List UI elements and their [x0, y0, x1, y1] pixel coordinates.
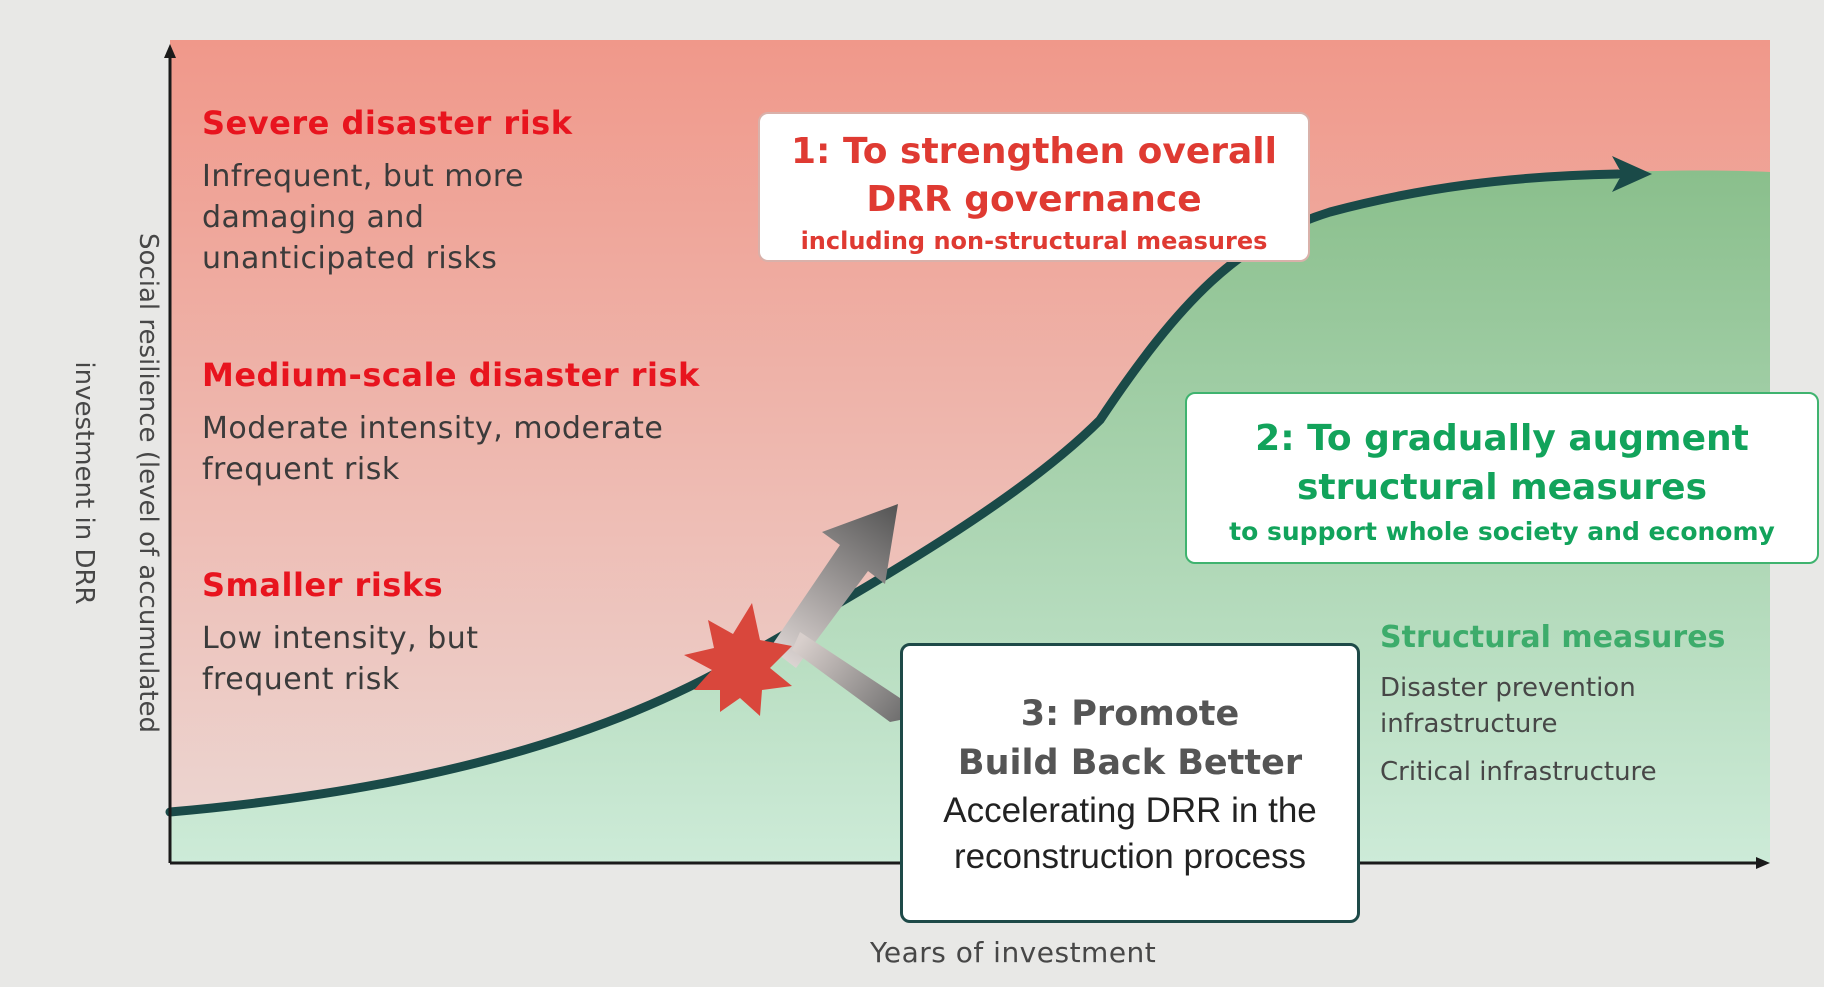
y-axis-label-text: Social resilience (level of accumulated …: [52, 233, 180, 733]
priority-3-note-line: Accelerating DRR in the: [943, 791, 1317, 830]
severe-risk-desc-line: damaging and: [202, 200, 425, 235]
priority-1-box: 1: To strengthen overall DRR governance …: [758, 112, 1310, 262]
smaller-risk-desc-line: Low intensity, but: [202, 621, 479, 656]
priority-1-title: 1: To strengthen overall: [791, 131, 1277, 172]
priority-1-note: including non-structural measures: [800, 227, 1268, 255]
pointer-arrow: [792, 632, 910, 722]
medium-risk-title: Medium-scale disaster risk: [202, 356, 700, 394]
smaller-risk-desc: Low intensity, but frequent risk: [202, 618, 479, 700]
curve-arrowhead: [1612, 156, 1652, 192]
severe-risk-desc-line: Infrequent, but more: [202, 159, 524, 194]
structural-item-critical: Critical infrastructure: [1380, 757, 1657, 787]
medium-risk-desc-line: frequent risk: [202, 452, 400, 487]
structural-measures-title: Structural measures: [1380, 620, 1726, 655]
priority-3-subject: Build Back Better: [957, 743, 1303, 783]
priority-3-note-line: reconstruction process: [953, 837, 1307, 876]
severe-risk-desc-line: unanticipated risks: [202, 241, 498, 276]
severe-risk-desc: Infrequent, but more damaging and unanti…: [202, 156, 524, 279]
x-axis-label: Years of investment: [870, 936, 1157, 969]
priority-3-box: 3: Promote Build Back Better Acceleratin…: [900, 643, 1360, 923]
structural-item-line: infrastructure: [1380, 709, 1558, 739]
severe-risk-title: Severe disaster risk: [202, 104, 573, 142]
x-axis-arrowhead: [1756, 857, 1770, 869]
priority-2-box: 2: To gradually augment structural measu…: [1185, 392, 1819, 564]
priority-2-title: 2: To gradually augment: [1255, 418, 1749, 459]
medium-risk-desc-line: Moderate intensity, moderate: [202, 411, 664, 446]
priority-2-subject: structural measures: [1297, 467, 1707, 508]
structural-item-prevention: Disaster prevention infrastructure: [1380, 670, 1636, 742]
smaller-risk-desc-line: frequent risk: [202, 662, 400, 697]
medium-risk-desc: Moderate intensity, moderate frequent ri…: [202, 408, 663, 490]
explosion-burst-icon: [684, 603, 792, 716]
y-axis-label-line: Social resilience (level of accumulated: [133, 233, 163, 733]
upward-arrow-icon: [770, 504, 898, 668]
priority-3-title: 3: Promote: [1020, 694, 1240, 734]
resilience-area: [170, 170, 1770, 863]
y-axis-label-line: investment in DRR: [69, 361, 99, 605]
resilience-curve: [165, 169, 1623, 817]
priority-1-subject: DRR governance: [866, 179, 1202, 220]
smaller-risk-title: Smaller risks: [202, 566, 444, 604]
y-axis-arrowhead: [164, 44, 176, 58]
structural-item-line: Disaster prevention: [1380, 673, 1636, 703]
priority-2-note: to support whole society and economy: [1229, 517, 1775, 546]
